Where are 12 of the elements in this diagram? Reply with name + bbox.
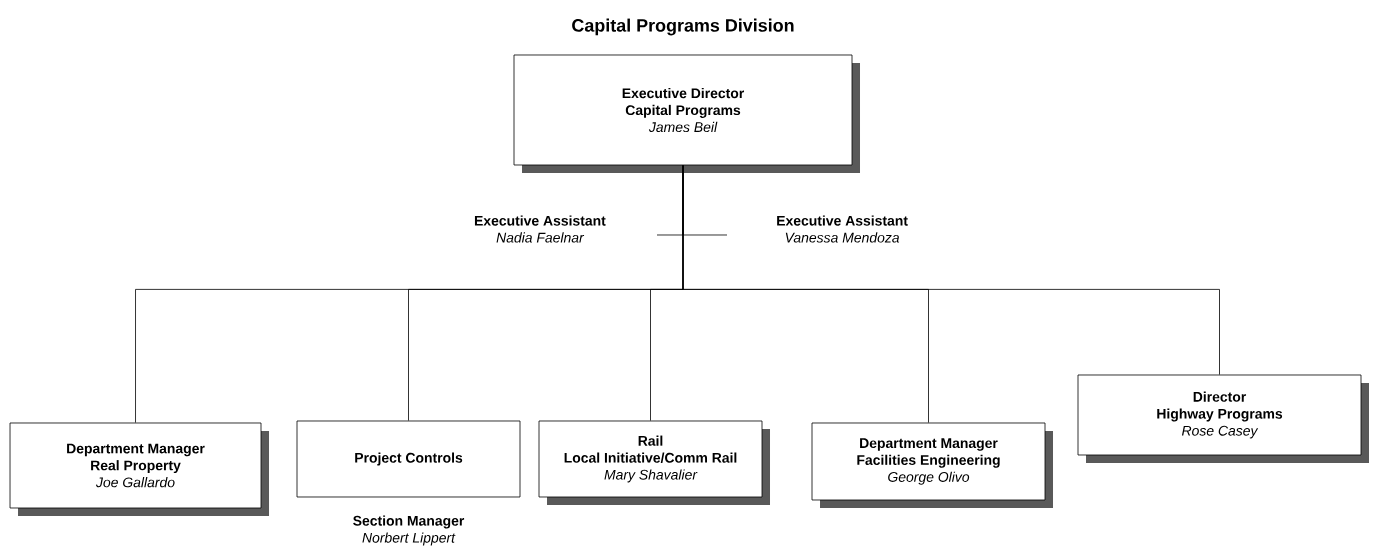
org-box: Project Controls bbox=[296, 420, 521, 498]
org-box: Executive Director Capital Programs James Beil bbox=[513, 54, 860, 173]
caption-text: Norbert Lippert bbox=[362, 532, 456, 546]
connector-line bbox=[682, 165, 1220, 375]
org-box: Department Manager Real Property Joe Gallardo bbox=[9, 422, 269, 516]
role-text: Executive Assistant Vanessa Mendoza bbox=[777, 215, 908, 243]
org-box: Director Highway Programs Rose Casey bbox=[1077, 374, 1369, 463]
role-text: Executive Assistant Nadia Faelnar bbox=[474, 215, 606, 243]
org-box: Department Manager Facilities Engineering George Olivo bbox=[811, 422, 1053, 508]
title: Capital Programs Division bbox=[572, 18, 794, 36]
org-box: Rail Local Initiative/Comm Rail Mary Shavalier bbox=[538, 420, 770, 505]
caption-text: Section Manager bbox=[353, 515, 465, 529]
